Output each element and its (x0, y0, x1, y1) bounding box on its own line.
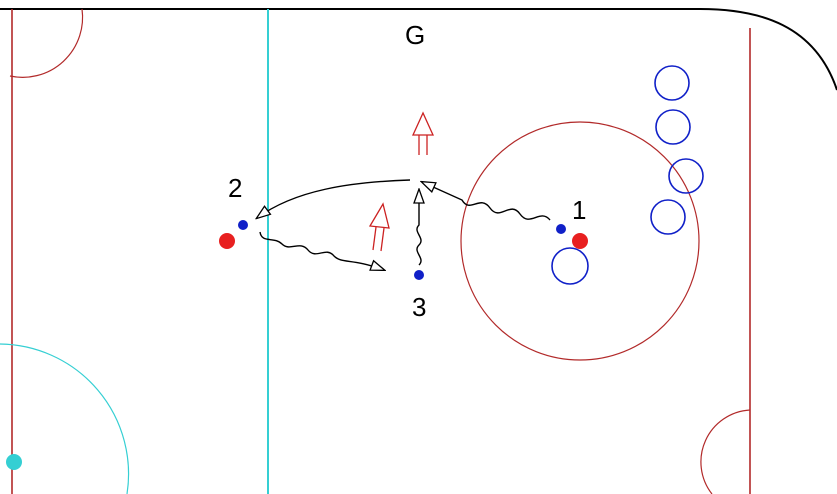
center-dot (6, 454, 22, 470)
player-3-dot (414, 270, 424, 280)
player-1-label: 1 (572, 195, 586, 225)
cone-circle (650, 199, 686, 235)
faceoff-circle (460, 121, 700, 361)
player-3-skate-path (417, 190, 421, 266)
center-circle-arc (0, 343, 130, 494)
player-2-skate-path (259, 231, 384, 270)
player-2-label: 2 (228, 173, 242, 203)
faceoff-arc-bottom-right (700, 409, 751, 494)
goal-label: G (405, 20, 425, 50)
shot-arrow-top (411, 111, 435, 155)
faceoff-arc-top-left (9, 8, 84, 78)
puck-dot-right (572, 233, 588, 249)
rink-boards (0, 8, 837, 91)
cone-circle (668, 158, 704, 194)
cone-circle (654, 65, 690, 101)
cone-circle (551, 247, 589, 285)
player-2-dot (238, 220, 248, 230)
player-1-dot (556, 224, 566, 234)
cone-group (551, 65, 704, 285)
puck-dot-left (219, 233, 235, 249)
shot-arrow-middle (368, 202, 390, 252)
cone-circle (655, 109, 691, 145)
player-1-skate-path (422, 182, 551, 221)
pass-arc (257, 179, 411, 218)
player-3-label: 3 (412, 292, 426, 322)
